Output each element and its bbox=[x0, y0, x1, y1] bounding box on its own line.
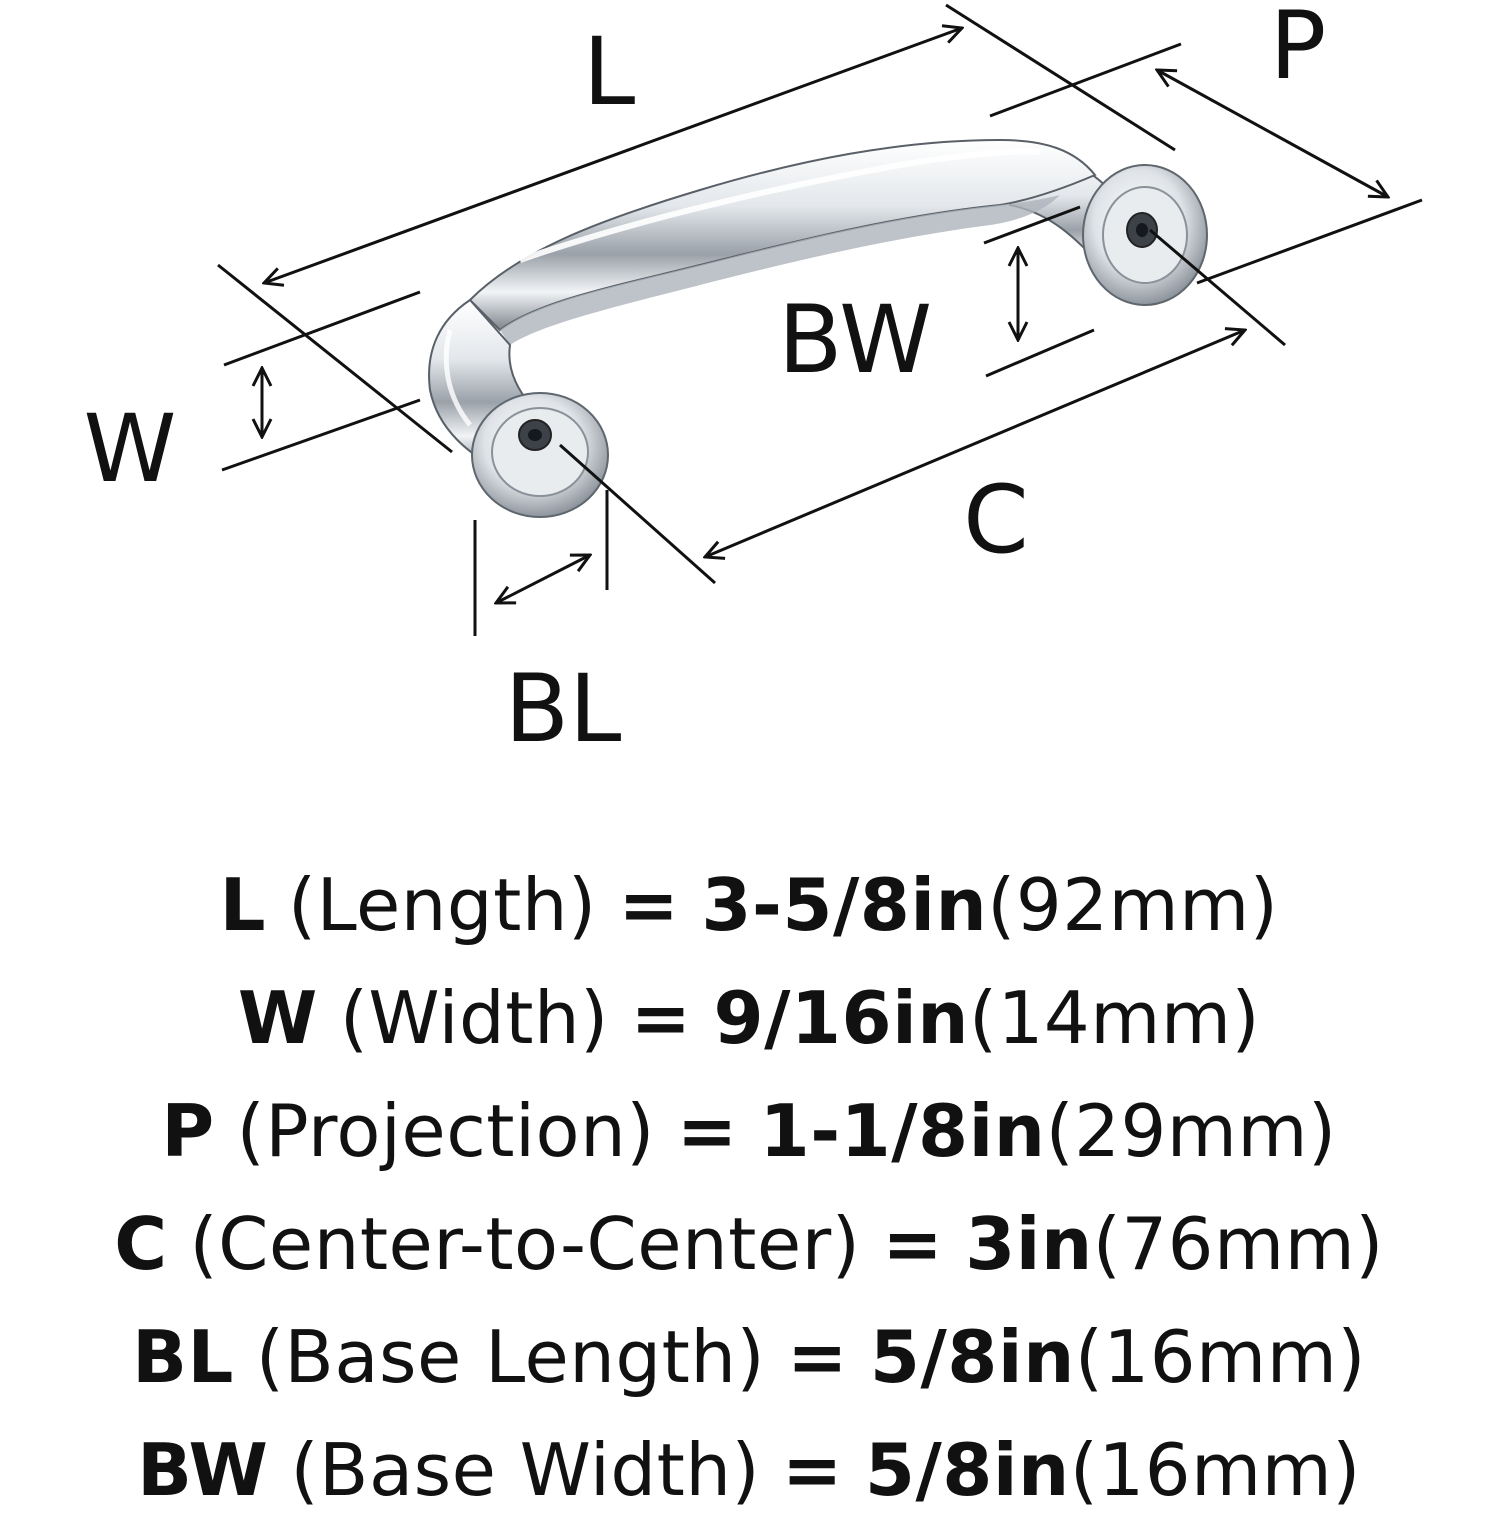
spec-symbol: L bbox=[219, 862, 267, 947]
spec-inches: 3in bbox=[965, 1201, 1093, 1286]
dim-line-base-length bbox=[496, 555, 590, 603]
pull-right-base bbox=[1082, 164, 1208, 306]
ext-line-c-right bbox=[1149, 228, 1286, 347]
ext-line-right-top bbox=[945, 3, 1176, 152]
spec-mm: (92mm) bbox=[987, 862, 1279, 947]
spec-row-projection: P (Projection) = 1-1/8in (29mm) bbox=[0, 1074, 1498, 1187]
ext-line-c-left bbox=[559, 443, 716, 585]
dimension-lines bbox=[217, 3, 1423, 636]
dim-line-length bbox=[264, 28, 962, 283]
spec-name: (Center-to-Center) bbox=[189, 1201, 861, 1286]
spec-mm: (16mm) bbox=[1074, 1314, 1366, 1399]
spec-inches: 5/8in bbox=[869, 1314, 1075, 1399]
spec-inches: 1-1/8in bbox=[759, 1088, 1046, 1173]
ext-line-w-bottom bbox=[221, 398, 421, 472]
pull-left-base bbox=[471, 392, 609, 518]
spec-name: (Base Width) bbox=[290, 1427, 761, 1512]
specification-list: L (Length) = 3-5/8in (92mm) W (Width) = … bbox=[0, 848, 1498, 1526]
spec-name: (Width) bbox=[339, 975, 609, 1060]
spec-symbol: BL bbox=[132, 1314, 234, 1399]
spec-row-length: L (Length) = 3-5/8in (92mm) bbox=[0, 848, 1498, 961]
ext-line-w-top bbox=[223, 290, 421, 367]
spec-name: (Projection) bbox=[236, 1088, 655, 1173]
ext-line-bw-bottom bbox=[985, 328, 1095, 378]
spec-inches: 9/16in bbox=[713, 975, 970, 1060]
spec-mm: (16mm) bbox=[1069, 1427, 1361, 1512]
label-C: C bbox=[963, 466, 1029, 575]
spec-row-center-to-center: C (Center-to-Center) = 3in (76mm) bbox=[0, 1187, 1498, 1300]
label-BW: BW bbox=[778, 286, 932, 395]
spec-mm: (14mm) bbox=[969, 975, 1261, 1060]
ext-line-p-top bbox=[989, 42, 1182, 118]
ext-line-p-bottom bbox=[1196, 198, 1423, 285]
spec-row-base-length: BL (Base Length) = 5/8in (16mm) bbox=[0, 1300, 1498, 1413]
label-L: L bbox=[583, 18, 635, 127]
dim-line-projection bbox=[1157, 70, 1388, 197]
dim-line-center-to-center bbox=[705, 330, 1245, 557]
spec-equals: = bbox=[618, 862, 680, 947]
spec-equals: = bbox=[782, 1427, 843, 1512]
spec-name: (Length) bbox=[288, 862, 597, 947]
spec-row-width: W (Width) = 9/16in (14mm) bbox=[0, 961, 1498, 1074]
spec-symbol: P bbox=[161, 1088, 215, 1173]
spec-equals: = bbox=[787, 1314, 848, 1399]
ext-line-left bbox=[217, 263, 453, 454]
spec-inches: 3-5/8in bbox=[701, 862, 988, 947]
spec-row-base-width: BW (Base Width) = 5/8in (16mm) bbox=[0, 1413, 1498, 1526]
spec-symbol: W bbox=[237, 975, 318, 1060]
spec-symbol: BW bbox=[137, 1427, 269, 1512]
label-P: P bbox=[1270, 0, 1327, 101]
dimension-diagram: L P W BW C BL bbox=[84, 0, 1423, 764]
spec-inches: 5/8in bbox=[864, 1427, 1070, 1512]
spec-equals: = bbox=[882, 1201, 944, 1286]
spec-mm: (76mm) bbox=[1092, 1201, 1384, 1286]
spec-equals: = bbox=[676, 1088, 738, 1173]
label-BL: BL bbox=[505, 655, 622, 764]
spec-symbol: C bbox=[114, 1201, 168, 1286]
label-W: W bbox=[84, 395, 177, 504]
spec-mm: (29mm) bbox=[1045, 1088, 1337, 1173]
spec-name: (Base Length) bbox=[255, 1314, 766, 1399]
spec-equals: = bbox=[630, 975, 692, 1060]
ext-line-bw-top bbox=[983, 205, 1081, 245]
